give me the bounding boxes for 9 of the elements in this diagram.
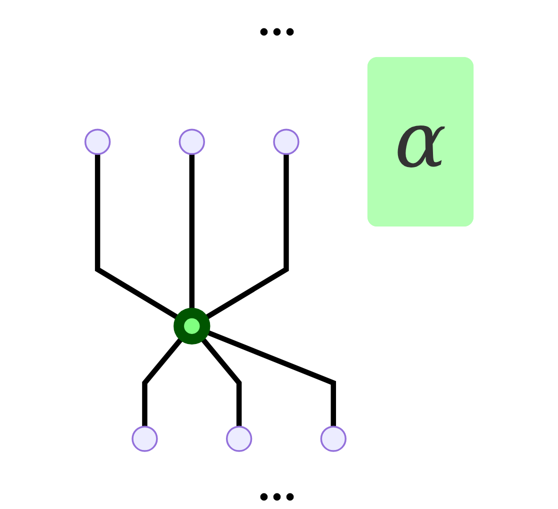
node-circle: [178, 128, 205, 155]
node-circle: [132, 426, 158, 452]
node-circle: [273, 128, 300, 155]
node-circle: [174, 308, 210, 344]
ellipsis-label: …: [257, 0, 301, 44]
node-circle: [320, 426, 346, 452]
node-circle: [84, 128, 111, 155]
ellipsis-label: …: [257, 465, 301, 509]
node-circle: [226, 426, 252, 452]
